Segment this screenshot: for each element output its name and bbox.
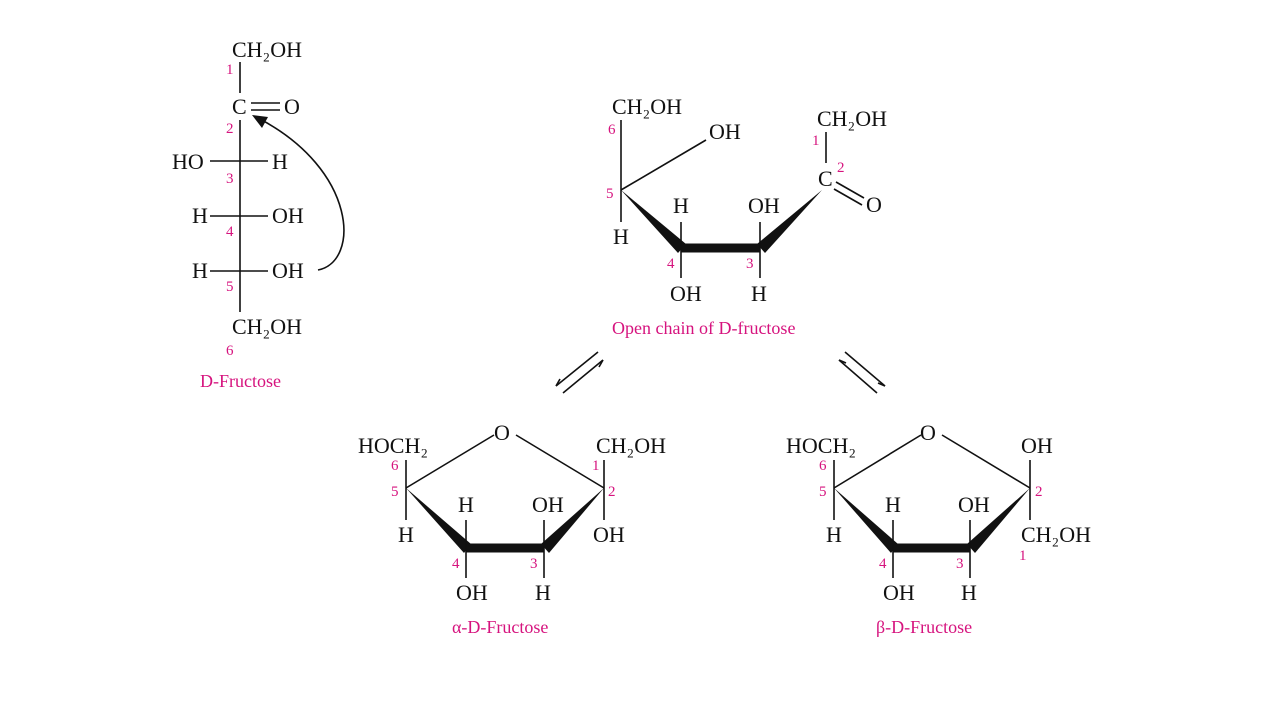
beta-num-4: 4 [879,556,887,572]
beta-wedge [967,488,1030,553]
alpha-c1-group: CH₂OH [596,433,666,458]
alpha-c4-h: H [458,492,474,517]
beta-fructose-ring: O HOCH₂ OH 6 5 H H OH 4 OH H 3 2 CH₂OH 1… [786,420,1091,637]
equilibrium-line [562,359,604,394]
fischer-caption: D-Fructose [200,371,281,391]
beta-ring-bond [941,434,1031,489]
equilibrium-barb [555,378,561,387]
open-num-1: 1 [812,133,820,149]
cyclization-arrowhead [252,115,268,128]
open-c1-group: CH₂OH [817,106,887,131]
alpha-fructose-ring: O HOCH₂ CH₂OH 6 5 H H OH 4 OH H 3 1 2 OH… [358,420,666,637]
open-double-bond [835,181,865,199]
beta-ring-o: O [920,420,936,445]
beta-num-5: 5 [819,484,827,500]
open-chain-caption: Open chain of D-fructose [612,318,795,338]
open-c6-group: CH₂OH [612,94,682,119]
alpha-num-1: 1 [592,458,600,474]
beta-c3-h: H [961,580,977,605]
beta-c5-h: H [826,522,842,547]
alpha-c5-h: H [398,522,414,547]
alpha-num-2: 2 [608,484,616,500]
equilibrium-barb [877,382,886,387]
fischer-num-6: 6 [226,343,234,359]
open-c3-h-down: H [751,281,767,306]
open-carbonyl-o: O [866,192,882,217]
fischer-num-4: 4 [226,224,234,240]
alpha-c3-h: H [535,580,551,605]
fischer-num-5: 5 [226,279,234,295]
beta-c6-group: HOCH₂ [786,433,856,458]
open-num-4: 4 [667,256,675,272]
open-bond [620,139,707,191]
beta-num-1: 1 [1019,548,1027,564]
fischer-bottom-group: CH₂OH [232,314,302,339]
beta-ring-bond [833,434,922,489]
open-c5-oh: OH [709,119,741,144]
beta-wedge [834,488,898,553]
equilibrium-line [844,351,886,387]
beta-c2-oh: OH [1021,433,1053,458]
beta-c4-oh: OH [883,580,915,605]
open-double-bond [833,188,863,206]
alpha-wedge [541,488,604,553]
alpha-c2-oh: OH [593,522,625,547]
open-c5-h: H [613,224,629,249]
alpha-ring-bond [405,434,495,489]
fischer-num-3: 3 [226,171,234,187]
fischer-projection: CH₂OH 1 C O 2 HO H 3 H OH 4 H OH 5 CH₂OH… [172,37,345,391]
fischer-num-1: 1 [226,62,234,78]
fischer-c3-left: HO [172,149,204,174]
beta-num-3: 3 [956,556,964,572]
fischer-c4-right: OH [272,203,304,228]
open-wedge [757,190,822,253]
beta-caption: β-D-Fructose [876,617,972,637]
equilibrium-line [555,351,599,387]
alpha-ring-o: O [494,420,510,445]
equilibrium-arrow-left [555,351,604,394]
beta-num-6: 6 [819,458,827,474]
equilibrium-barb [598,359,604,368]
alpha-c6-group: HOCH₂ [358,433,428,458]
fischer-num-2: 2 [226,121,234,137]
fischer-c3-right: H [272,149,288,174]
beta-c1-group: CH₂OH [1021,522,1091,547]
alpha-wedge [406,488,471,553]
equilibrium-line [838,359,878,394]
cyclization-arrow [257,117,345,271]
beta-c4-h: H [885,492,901,517]
open-num-5: 5 [606,186,614,202]
fischer-carbonyl-o: O [284,94,300,119]
open-c4-h-up: H [673,193,689,218]
fischer-c4-left: H [192,203,208,228]
open-num-3: 3 [746,256,754,272]
open-num-2: 2 [837,160,845,176]
open-num-6: 6 [608,122,616,138]
alpha-num-4: 4 [452,556,460,572]
alpha-c3-oh: OH [532,492,564,517]
open-wedge [621,190,686,253]
fischer-top-group: CH₂OH [232,37,302,62]
equilibrium-barb [838,359,847,364]
equilibrium-arrow-right [838,351,886,394]
fischer-c5-right: OH [272,258,304,283]
alpha-caption: α-D-Fructose [452,617,548,637]
alpha-ring-bond [515,434,605,489]
alpha-c4-oh: OH [456,580,488,605]
alpha-num-3: 3 [530,556,538,572]
beta-c3-oh: OH [958,492,990,517]
alpha-num-6: 6 [391,458,399,474]
open-c4-oh-down: OH [670,281,702,306]
open-c3-oh-up: OH [748,193,780,218]
alpha-num-5: 5 [391,484,399,500]
open-chain-structure: CH₂OH 6 OH 5 H H OH 4 OH H 3 CH₂OH 1 C 2… [606,94,887,338]
open-carbonyl-c: C [818,166,833,191]
fischer-carbonyl-c: C [232,94,247,119]
beta-num-2: 2 [1035,484,1043,500]
fischer-c5-left: H [192,258,208,283]
